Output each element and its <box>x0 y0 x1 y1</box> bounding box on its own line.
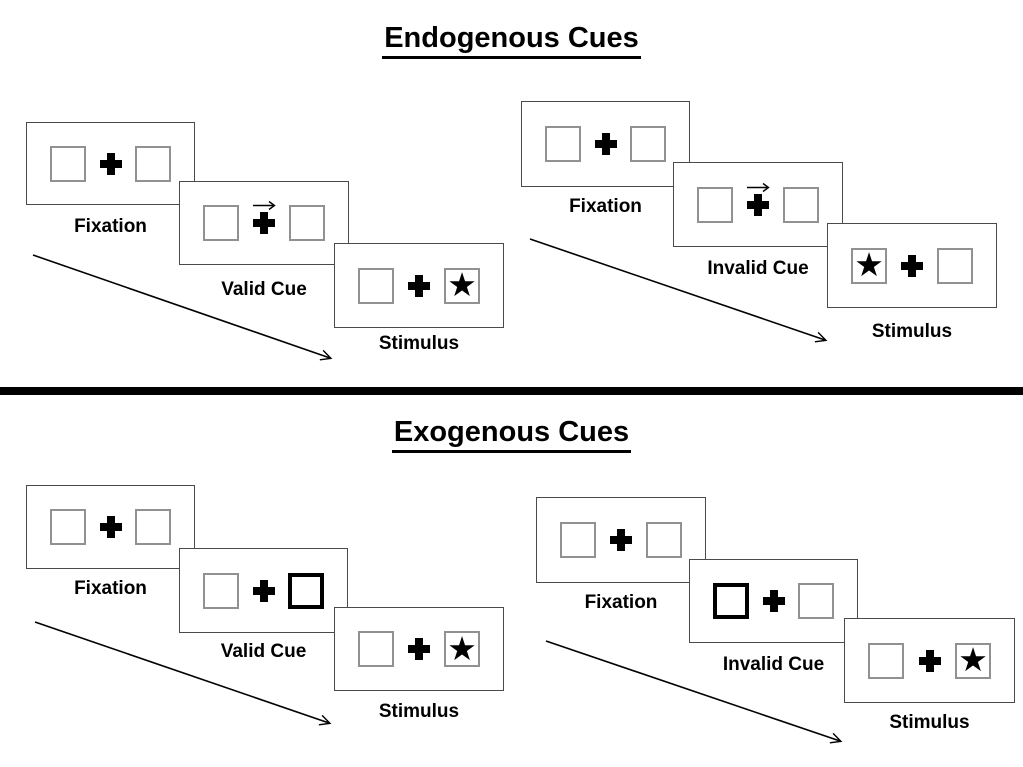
fixation-cross-icon <box>747 193 769 216</box>
endogenous-invalid-fixation-panel <box>521 101 690 187</box>
endogenous-valid-fixation-panel <box>26 122 195 205</box>
panel-center <box>918 649 942 673</box>
left-box-highlighted-cue <box>713 583 749 619</box>
panel-label: Stimulus <box>378 333 460 354</box>
right-box-with-star: ★ <box>444 265 480 304</box>
panel-center <box>407 274 431 298</box>
panel-center <box>99 152 123 176</box>
right-placeholder-box <box>798 583 834 619</box>
star-stimulus-icon: ★ <box>854 245 884 284</box>
fixation-cross-icon <box>99 152 122 175</box>
star-stimulus-icon: ★ <box>447 628 477 668</box>
star-stimulus-icon: ★ <box>447 265 477 304</box>
panel-label: Fixation <box>74 216 147 237</box>
panel-label: Fixation <box>74 578 147 599</box>
endogenous-invalid-stimulus-panel: ★ <box>827 223 997 308</box>
right-box-with-star: ★ <box>444 631 480 667</box>
fixation-cross-icon <box>594 133 617 155</box>
section-divider-line <box>0 387 1023 395</box>
endogenous-valid-timeline-arrow <box>32 254 333 361</box>
panel-center <box>900 254 924 278</box>
panel-label: Stimulus <box>378 701 460 722</box>
fixation-cross-icon <box>99 516 122 538</box>
right-placeholder-box <box>937 247 973 284</box>
left-placeholder-box <box>358 631 394 667</box>
right-arrow-cue-icon <box>253 198 279 211</box>
endogenous-section-title: Endogenous Cues <box>0 22 1023 59</box>
fixation-cross-icon <box>252 579 275 602</box>
exogenous-invalid-fixation-panel <box>536 497 706 583</box>
exogenous-valid-timeline-arrow <box>34 621 332 726</box>
left-placeholder-box <box>545 126 581 162</box>
endogenous-invalid-cue-panel <box>673 162 843 247</box>
right-placeholder-box <box>135 145 171 182</box>
fixation-cross-icon <box>408 638 430 660</box>
fixation-cross-icon <box>901 254 923 277</box>
endogenous-title-text: Endogenous Cues <box>382 22 641 59</box>
panel-center <box>746 182 770 217</box>
right-placeholder-box <box>289 205 325 241</box>
left-placeholder-box <box>358 267 394 304</box>
right-placeholder-box <box>783 186 819 223</box>
exogenous-valid-cue-panel <box>179 548 348 633</box>
panel-label: Valid Cue <box>220 641 307 662</box>
left-placeholder-box <box>203 205 239 241</box>
exogenous-title-text: Exogenous Cues <box>391 416 632 453</box>
left-placeholder-box <box>50 509 86 545</box>
left-placeholder-box <box>868 642 904 679</box>
panel-label: Stimulus <box>871 321 953 342</box>
panel-label: Invalid Cue <box>707 258 809 279</box>
exogenous-valid-stimulus-panel: ★ <box>334 607 504 691</box>
endogenous-valid-cue-panel <box>179 181 349 265</box>
fixation-cross-icon <box>610 529 632 551</box>
fixation-cross-icon <box>918 649 941 672</box>
endogenous-invalid-timeline-arrow <box>529 238 828 343</box>
exogenous-valid-fixation-panel <box>26 485 195 569</box>
left-placeholder-box <box>697 186 733 223</box>
exogenous-invalid-cue-panel <box>689 559 858 643</box>
panel-center <box>252 200 276 235</box>
star-stimulus-icon: ★ <box>958 640 988 679</box>
panel-center <box>609 528 633 552</box>
fixation-cross-icon <box>253 212 275 234</box>
panel-label: Fixation <box>584 592 658 613</box>
fixation-cross-icon <box>762 590 785 612</box>
panel-label: Valid Cue <box>221 279 307 300</box>
panel-center <box>407 637 431 661</box>
panel-label: Stimulus <box>889 712 970 733</box>
panel-center <box>252 579 276 603</box>
right-placeholder-box <box>646 522 682 558</box>
right-placeholder-box <box>630 126 666 162</box>
right-box-with-star: ★ <box>955 640 991 679</box>
exogenous-invalid-stimulus-panel: ★ <box>844 618 1015 703</box>
right-box-highlighted-cue <box>288 572 324 609</box>
panel-label: Invalid Cue <box>722 654 825 675</box>
panel-center <box>594 132 618 156</box>
right-arrow-cue-icon <box>747 180 773 192</box>
left-box-with-star: ★ <box>851 245 887 284</box>
fixation-cross-icon <box>408 274 430 297</box>
exogenous-section-title: Exogenous Cues <box>0 416 1023 453</box>
left-placeholder-box <box>203 572 239 609</box>
left-placeholder-box <box>50 145 86 182</box>
panel-center <box>99 515 123 539</box>
endogenous-valid-stimulus-panel: ★ <box>334 243 504 328</box>
right-placeholder-box <box>135 509 171 545</box>
panel-center <box>762 589 786 613</box>
panel-label: Fixation <box>569 196 642 217</box>
left-placeholder-box <box>560 522 596 558</box>
